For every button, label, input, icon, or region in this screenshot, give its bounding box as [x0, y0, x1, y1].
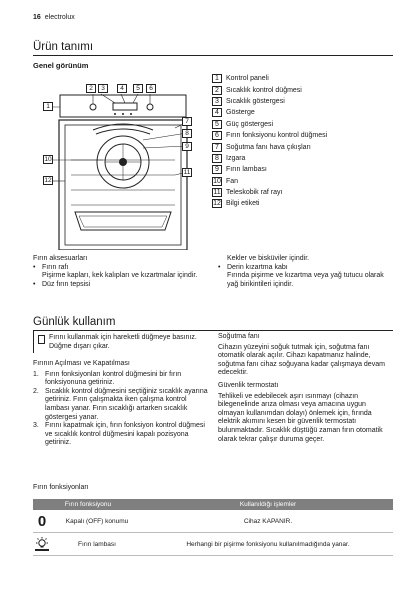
function-name: Fırın lambası: [78, 540, 116, 548]
cooling-fan-heading: Soğutma fanı: [218, 333, 260, 340]
control-panel-outline: [59, 94, 187, 118]
off-symbol-icon: 0: [37, 512, 47, 530]
display-icon: [112, 102, 138, 111]
callout-12: 12: [43, 176, 53, 185]
callout-2: 2: [86, 84, 96, 93]
callout-7: 7: [182, 117, 192, 126]
table-row: Fırın lambası Herhangi bir pişirme fonks…: [33, 533, 393, 556]
note-text: Fırını kullanmak için hareketli düğmeye …: [49, 334, 197, 350]
accessories-heading: Fırın aksesuarları: [33, 255, 88, 262]
table-row: 0 Kapalı (OFF) konumu Cihaz KAPANIR.: [33, 510, 393, 533]
accessory-flat-tray-desc: Kekler ve bisküviler içindir.: [227, 255, 310, 262]
function-usage: Cihaz KAPANIR.: [243, 517, 293, 525]
safety-thermostat-text: Tehlikeli ve edebilecek aşırı ısınmayı (…: [218, 392, 383, 443]
general-view-heading: Genel görünüm: [33, 61, 89, 70]
accessory-rack-title: Fırın rafı: [33, 264, 209, 273]
table-header: Fırın fonksiyonu Kullanıldığı işlemler: [33, 499, 393, 510]
section-rule: [33, 330, 393, 331]
accessory-deep-pan-title: Derin kızartma kabı: [218, 264, 394, 273]
accessories-column-left: Fırın aksesuarları Fırın rafı Pişirme ka…: [33, 255, 209, 289]
accessory-flat-tray-title: Düz fırın tepsisi: [33, 281, 209, 290]
page-header: 16 electrolux: [33, 14, 75, 21]
tray-icon: [74, 211, 172, 231]
section-title-daily-use: Günlük kullanım: [33, 316, 116, 328]
header-function: Fırın fonksiyonu: [64, 501, 112, 508]
step-item: 3.Fırını kapatmak için, fırın fonksiyon …: [33, 422, 205, 447]
function-knob-icon: [146, 103, 154, 111]
page-number: 16: [33, 14, 41, 21]
function-name: Kapalı (OFF) konumu: [65, 517, 129, 525]
step-item: 1.Fırın fonksiyonları kontrol düğmesini …: [33, 370, 182, 387]
oven-cavity-outline: [58, 119, 188, 250]
callout-3: 3: [98, 84, 108, 93]
callout-8: 8: [182, 129, 192, 138]
open-close-heading: Fırının Açılması ve Kapatılması: [33, 360, 130, 367]
header-usage: Kullanıldığı işlemler: [239, 501, 297, 508]
callout-11: 11: [182, 168, 192, 177]
note-icon: [38, 335, 45, 344]
fan-cover-icon: [96, 135, 150, 189]
section-rule: [33, 55, 393, 56]
callout-4: 4: [117, 84, 127, 93]
accessory-deep-pan-desc: Fırında pişirme ve kızartma veya yağ tut…: [227, 272, 384, 288]
temperature-knob-icon: [89, 103, 97, 111]
daily-use-right-column: Soğutma fanı Cihazın yüzeyini soğuk tutm…: [218, 333, 394, 444]
oven-diagram: [43, 93, 188, 250]
cooling-fan-text: Cihazın yüzeyini soğuk tutmak için, soğu…: [218, 343, 385, 377]
accessories-column-right: Kekler ve bisküviler içindir. Derin kıza…: [218, 255, 394, 289]
step-item: 2.Sıcaklık kontrol düğmesini seçtiğiniz …: [33, 387, 208, 421]
callout-9: 9: [182, 142, 192, 151]
lamp-icon: [33, 536, 51, 552]
functions-heading: Fırın fonksiyonları: [33, 484, 89, 491]
callout-5: 5: [133, 84, 143, 93]
accessory-rack-desc: Pişirme kapları, kek kalıpları ve kızart…: [42, 272, 198, 280]
callout-6: 6: [146, 84, 156, 93]
functions-table: Fırın fonksiyonu Kullanıldığı işlemler 0…: [33, 499, 393, 556]
daily-use-left-column: Fırının Açılması ve Kapatılması 1.Fırın …: [33, 360, 209, 448]
note-box: Fırını kullanmak için hareketli düğmeye …: [33, 331, 210, 353]
function-usage: Herhangi bir pişirme fonksiyonu kullanıl…: [186, 540, 350, 548]
brand-name: electrolux: [44, 14, 75, 21]
callout-1: 1: [43, 102, 53, 111]
safety-thermostat-heading: Güvenlik termostatı: [218, 381, 279, 389]
callout-10: 10: [43, 155, 53, 164]
section-title-product: Ürün tanımı: [33, 41, 94, 53]
